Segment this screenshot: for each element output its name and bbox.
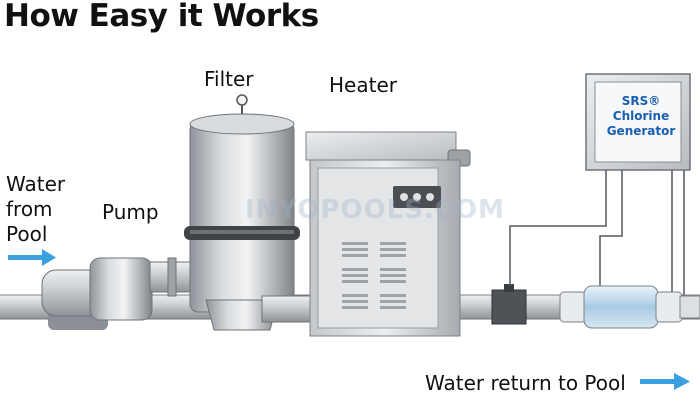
water-return-label: Water return to Pool [425, 371, 626, 395]
generator-label-line-1: SRS® [621, 94, 661, 108]
sensor-fitting [491, 284, 527, 325]
water-from-pool-label: Water from Pool [6, 172, 65, 247]
heater-label: Heater [329, 73, 397, 97]
arrow-in-icon [8, 249, 56, 266]
generator-label-line-2: Chlorine [612, 109, 670, 123]
arrow-out-icon [640, 373, 690, 390]
generator-wires [509, 168, 685, 300]
chlorine-cell [559, 285, 700, 329]
pump-label: Pump [102, 200, 159, 224]
water-from-pool-line-2: from [6, 197, 53, 221]
heater [305, 131, 471, 337]
page-title: How Easy it Works [4, 0, 319, 34]
generator-label-line-3: Generator [606, 124, 676, 138]
pump [41, 257, 193, 330]
water-from-pool-line-3: Pool [6, 222, 48, 246]
watermark: INYOPOOLS.COM [245, 195, 505, 225]
filter [184, 94, 313, 331]
filter-label: Filter [204, 67, 254, 91]
chlorine-generator-box [585, 73, 691, 171]
water-from-pool-line-1: Water [6, 172, 66, 196]
generator-label: SRS® Chlorine Generator [596, 94, 686, 139]
heater-vents [342, 242, 406, 309]
